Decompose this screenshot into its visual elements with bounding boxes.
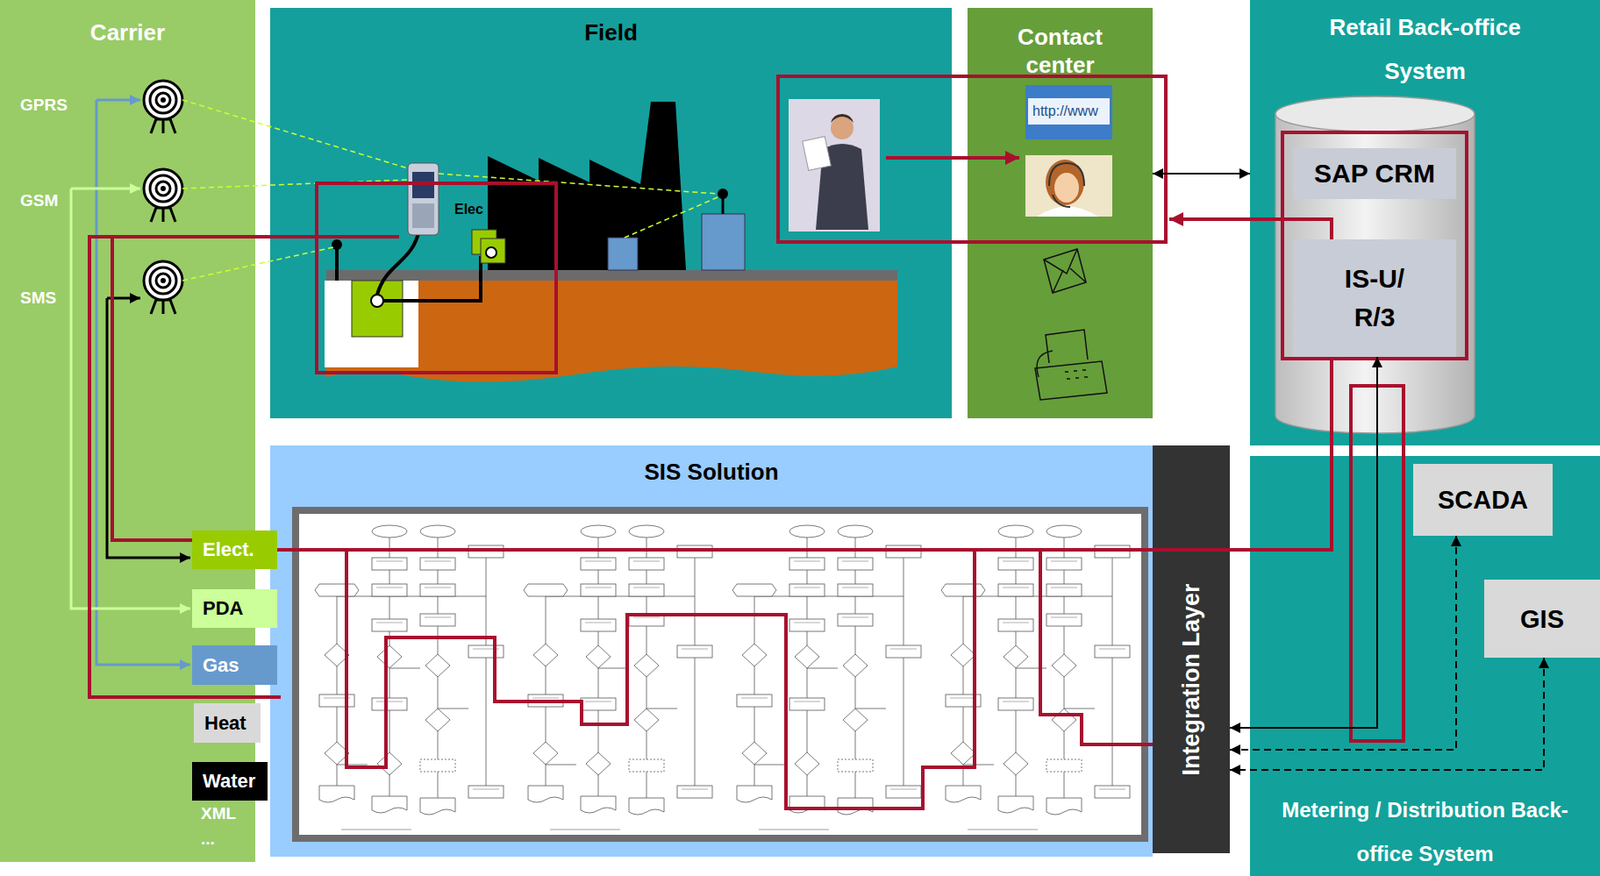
channel-box: Water <box>192 762 268 801</box>
carrier-links <box>71 100 191 665</box>
dashed-double-arrow <box>1229 535 1457 750</box>
box-label: GIS <box>1520 604 1565 635</box>
signal-label: GPRS <box>20 95 68 115</box>
integration-layer-band: Integration Layer <box>1152 445 1230 854</box>
box-label: PDA <box>202 597 243 621</box>
double-arrow <box>1152 172 1250 175</box>
field-panel: Field <box>270 7 952 419</box>
channel-box: Gas <box>192 645 278 686</box>
contact-icons <box>788 85 1113 400</box>
dashed-double-arrow <box>1229 657 1544 771</box>
system-box: GIS <box>1484 579 1600 658</box>
label-slot: ... <box>200 829 215 850</box>
flowchart-image <box>295 510 1145 839</box>
system-box: SCADA <box>1413 464 1553 536</box>
process-highlight <box>89 76 1467 809</box>
field-scene <box>182 100 898 383</box>
channel-box: Elect. <box>192 530 278 570</box>
sis-solution-panel: SIS Solution <box>270 445 1153 858</box>
box-label: Gas <box>202 654 240 678</box>
system-box: SAP CRM <box>1292 148 1457 200</box>
icon-text: http://www <box>1032 102 1099 121</box>
double-arrow <box>1229 357 1378 729</box>
box-label: SAP CRM <box>1314 157 1436 190</box>
channel-box: Heat <box>193 703 261 743</box>
panel-title: Metering / Distribution Back-office Syst… <box>1276 788 1575 876</box>
label-slot: XML <box>200 804 236 824</box>
label-slot: GPRS <box>20 95 68 115</box>
label-slot: http://www <box>1032 102 1099 121</box>
box-label: Elect. <box>202 538 255 562</box>
box-label: Heat <box>204 712 247 736</box>
signal-label: SMS <box>20 288 57 308</box>
retail-back-office-panel: Retail Back-office SystemSAP CRM IS-U/ R/… <box>1250 0 1600 446</box>
panel-title: Contact center <box>994 22 1127 79</box>
label-slot: GSM <box>20 191 58 211</box>
panel-title: Retail Back-office System <box>1293 5 1558 93</box>
carrier-panel: CarrierElect. PDA GasHeatWater <box>0 0 256 863</box>
contact-center-panel: Contact center <box>967 7 1153 419</box>
box-label: Water <box>202 770 256 793</box>
box-label: SCADA <box>1437 485 1529 515</box>
meter-label: Elec <box>454 201 484 218</box>
label-slot: SMS <box>20 288 57 308</box>
system-box: IS-U/ R/3 <box>1292 239 1457 358</box>
panel-title: SIS Solution <box>270 457 1153 486</box>
label-slot: Elec <box>454 201 484 218</box>
format-label: XML <box>200 804 236 824</box>
signal-label: GSM <box>20 191 58 211</box>
panel-title: Field <box>270 18 952 47</box>
radio-towers <box>143 80 183 315</box>
format-label: ... <box>200 829 215 850</box>
metering-panel: Metering / Distribution Back-office Syst… <box>1250 456 1600 876</box>
panel-title: Carrier <box>0 18 256 47</box>
band-label: Integration Layer <box>1177 583 1206 776</box>
cylinder-top <box>1275 96 1475 132</box>
channel-box: PDA <box>192 589 278 629</box>
box-label: IS-U/ R/3 <box>1326 259 1423 337</box>
cylinder-body <box>1275 114 1475 434</box>
